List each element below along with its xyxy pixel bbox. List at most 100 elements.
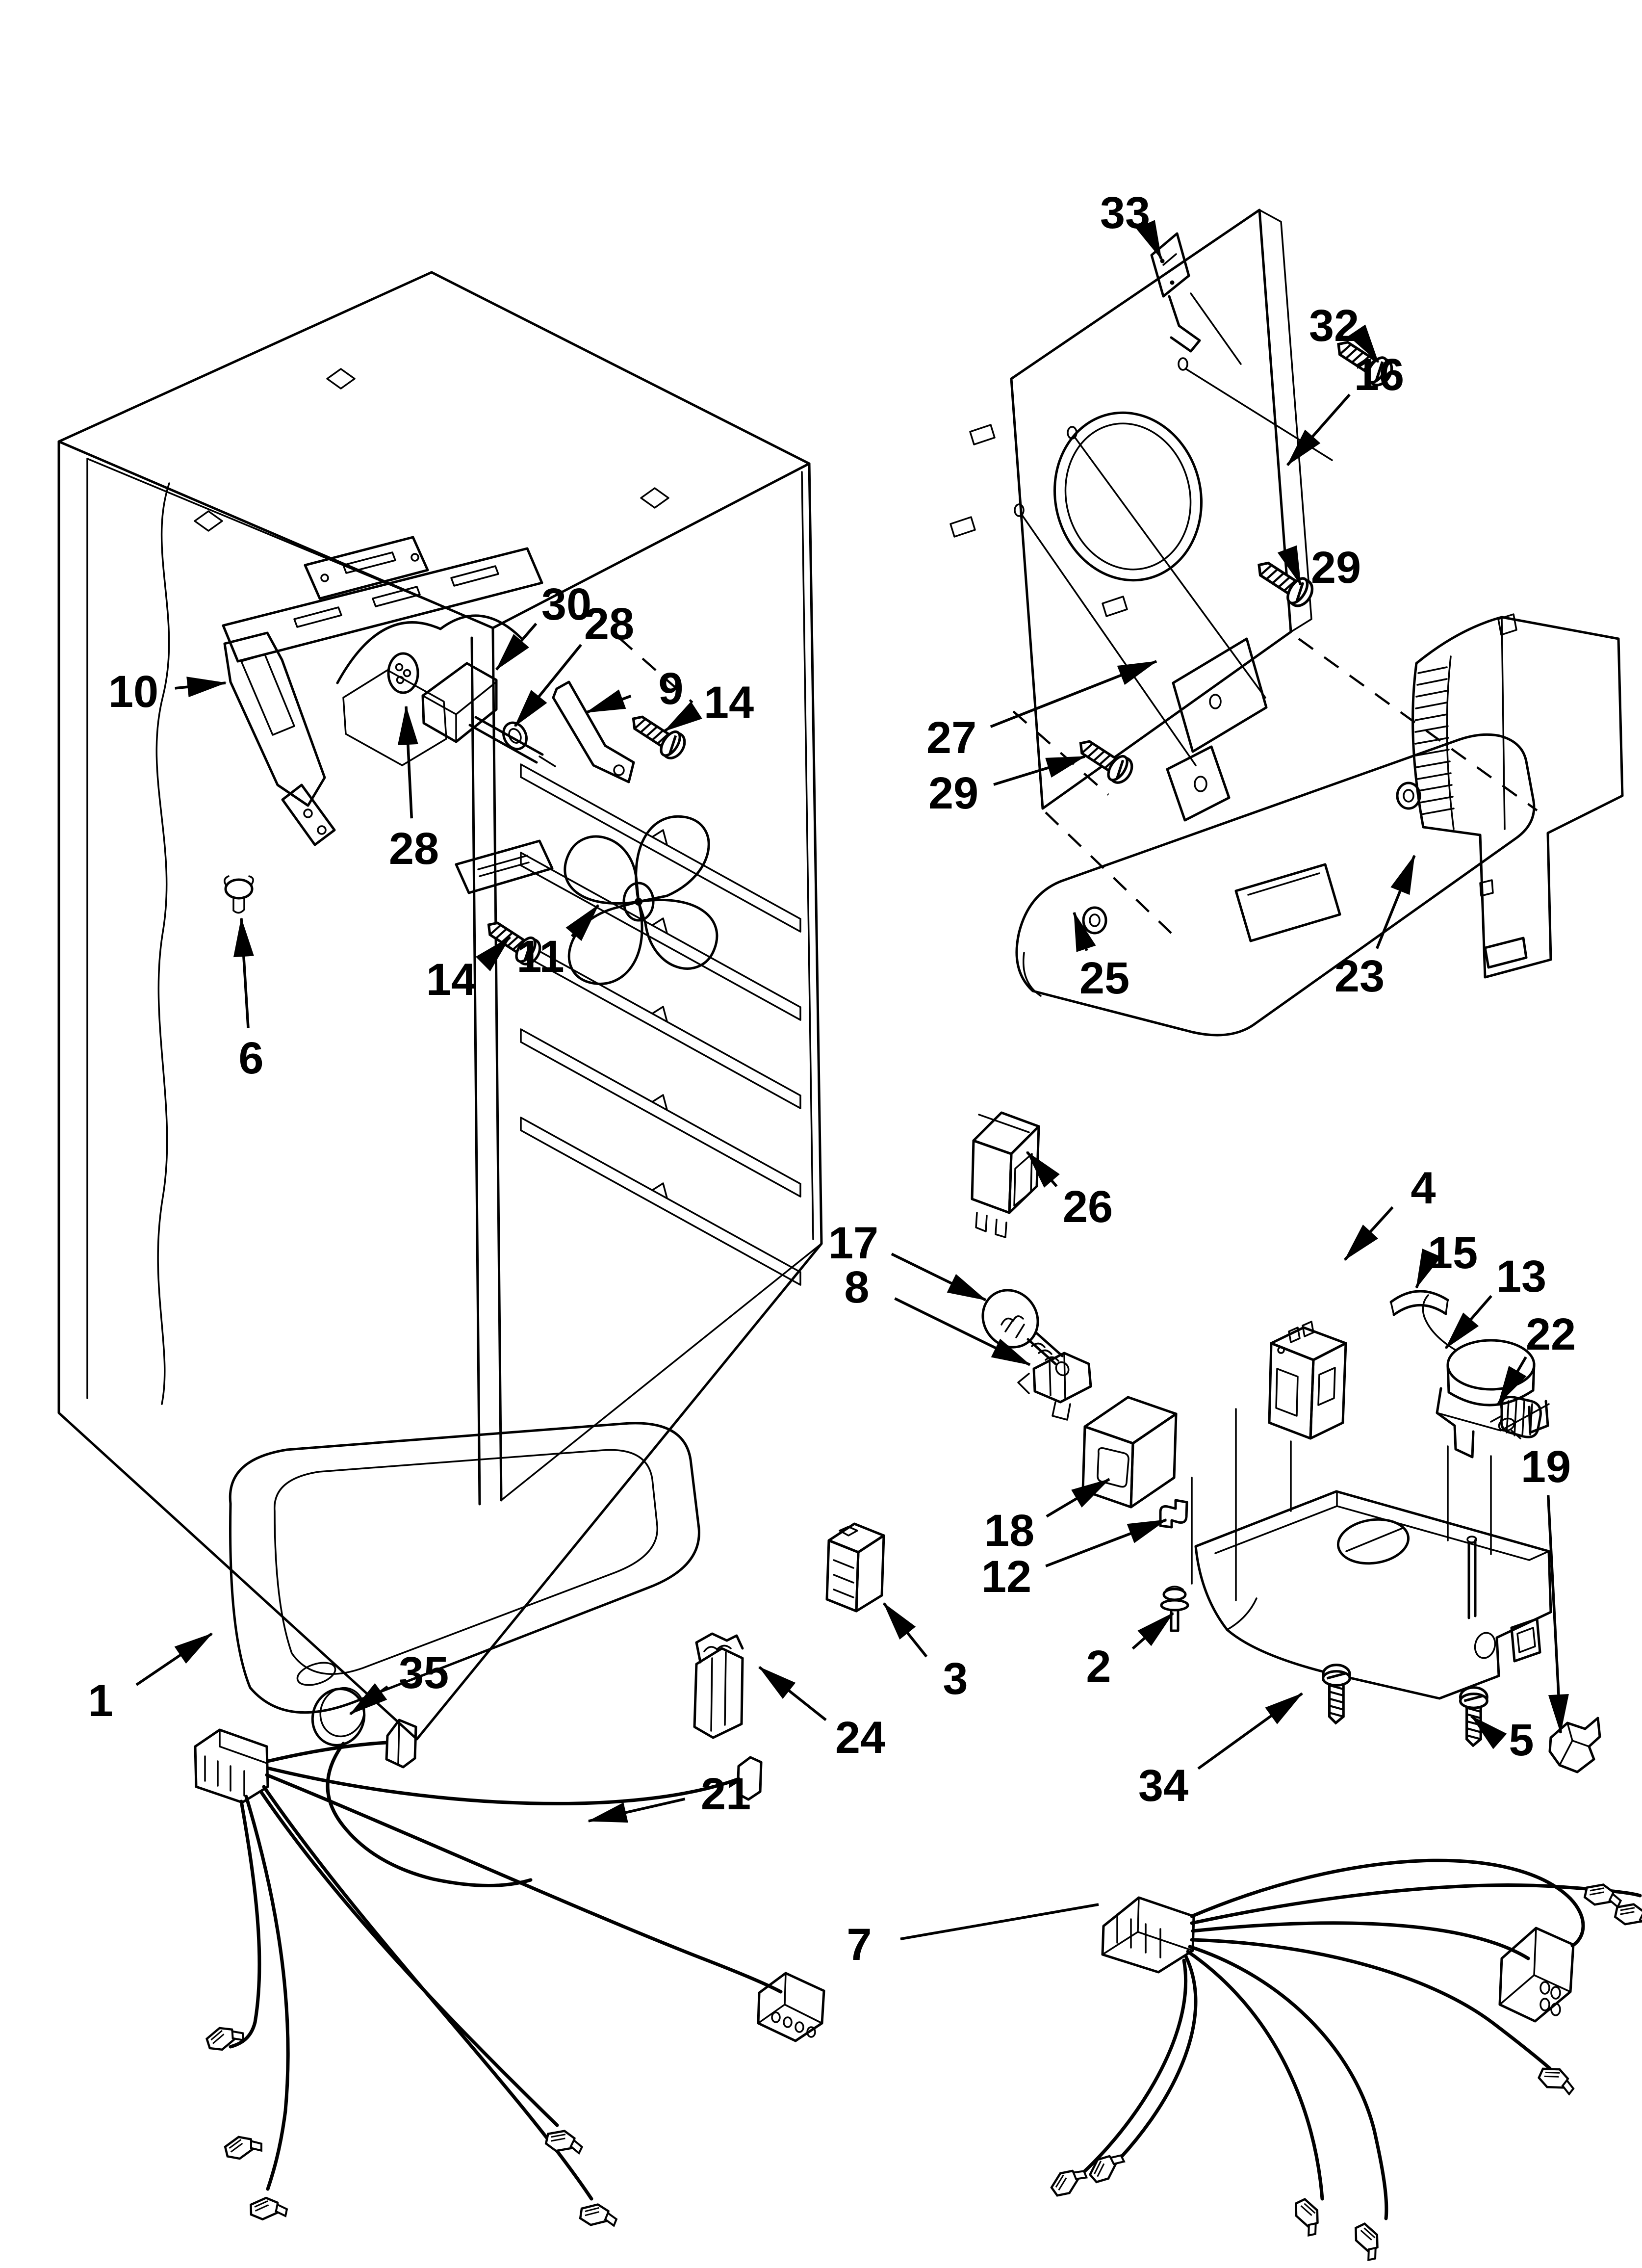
wiring-harness-7 [1048,1858,1642,2263]
light-bulb-17 [981,1289,1070,1377]
callout-leader-21 [588,1798,686,1823]
air-tower-23 [1411,613,1624,979]
callout-leader-23 [1375,855,1416,949]
callout-leader-22 [1497,1356,1527,1405]
callout-leader-35 [349,1683,388,1716]
callout-2: 2 [1086,1612,1174,1692]
callout-leader-4 [1343,1206,1394,1261]
callout-label-10: 10 [108,667,158,717]
callout-label-6: 6 [238,1033,263,1083]
bracket-10 [223,631,336,846]
callout-29: 29 [1277,543,1361,593]
callout-5: 5 [1470,1715,1534,1765]
callout-label-7: 7 [847,1920,872,1970]
callout-leader-24 [758,1666,827,1721]
callout-25: 25 [1073,912,1129,1003]
callout-leader-30 [495,623,538,671]
callout-34: 34 [1138,1692,1303,1811]
callout-8: 8 [844,1262,1031,1366]
callout-label-16: 16 [1354,350,1404,400]
callout-10: 10 [108,667,227,717]
callout-label-17: 17 [828,1218,878,1268]
callout-leader-29 [1277,545,1302,586]
harness-7-block-connector [1498,1927,1575,2023]
callout-label-11: 11 [516,932,564,982]
callout-label-5: 5 [1509,1715,1534,1765]
callout-label-25: 25 [1079,953,1129,1003]
fan-bracket-9 [552,680,635,783]
callout-label-3: 3 [943,1654,968,1704]
evaporator-rear-panel-16 [949,209,1396,822]
callout-30: 30 [495,579,591,671]
defrost-timer-4 [1268,1321,1347,1440]
callout-23: 23 [1334,855,1416,1001]
callout-28: 28 [389,705,439,874]
callout-19: 19 [1521,1442,1571,1734]
switch-26 [971,1111,1040,1238]
evaporator-fan-assembly [342,637,718,985]
callout-leader-6 [233,917,254,1028]
callout-label-32: 32 [1309,301,1359,351]
wire-clip-19 [1548,1717,1601,1773]
callout-leader-14 [475,936,511,971]
callout-leader-8 [894,1297,1031,1366]
callout-label-29: 29 [928,768,978,818]
callout-22: 22 [1497,1309,1576,1405]
callout-label-19: 19 [1521,1442,1571,1492]
callout-27: 27 [926,660,1157,763]
callout-label-27: 27 [926,713,976,763]
callout-11: 11 [516,904,600,982]
callout-29: 29 [928,755,1086,818]
connector-3 [825,1522,885,1613]
callout-1: 1 [88,1632,213,1726]
callout-3: 3 [882,1602,968,1704]
callout-label-23: 23 [1334,951,1385,1001]
screw-34 [1323,1665,1350,1723]
callout-label-30: 30 [541,579,591,629]
push-pin-2 [1160,1586,1189,1632]
callout-leader-29 [993,755,1086,786]
callout-24: 24 [758,1666,885,1763]
callout-leader-2 [1131,1612,1174,1650]
callout-16: 16 [1286,350,1404,466]
callout-leader-33 [1136,220,1163,260]
callout-32: 32 [1309,301,1380,363]
callout-leader-28 [513,644,582,727]
callout-leader-26 [1026,1151,1060,1188]
callout-leader-10 [175,677,227,698]
callout-leader-13 [1444,1295,1492,1349]
callout-18: 18 [984,1478,1110,1556]
callout-6: 6 [233,917,264,1083]
callout-label-21: 21 [701,1769,751,1819]
callout-leader-27 [990,660,1157,728]
callout-label-8: 8 [844,1262,869,1312]
callout-13: 13 [1444,1251,1546,1349]
flag-clip-33 [1150,232,1242,365]
callout-label-15: 15 [1428,1228,1478,1278]
clip-12-target [1159,1499,1188,1529]
top-rail-channel [222,536,543,663]
vent-slats [1414,666,1455,815]
callout-21: 21 [588,1769,751,1823]
callout-leader-19 [1546,1495,1569,1734]
thermostat-13 [1422,1294,1550,1459]
callout-leader-18 [1046,1478,1110,1518]
callout-leader-15 [1415,1249,1441,1289]
callout-label-34: 34 [1138,1761,1188,1811]
callout-leader-17 [891,1252,987,1302]
callout-label-35: 35 [399,1648,449,1698]
callout-leader-9 [586,689,632,714]
callout-17: 17 [828,1218,987,1302]
shelf-rails [520,763,801,1286]
callout-leader-32 [1348,324,1380,363]
defrost-bimetal-35 [311,1687,533,1888]
callout-35: 35 [349,1648,449,1716]
callout-label-14: 14 [704,678,754,728]
callout-label-29: 29 [1311,543,1361,593]
bulb-socket-8 [1017,1352,1092,1421]
callout-leader-34 [1197,1692,1303,1770]
callout-label-24: 24 [835,1713,885,1763]
screw-14a [626,708,689,762]
fan-blade-11 [564,815,718,985]
